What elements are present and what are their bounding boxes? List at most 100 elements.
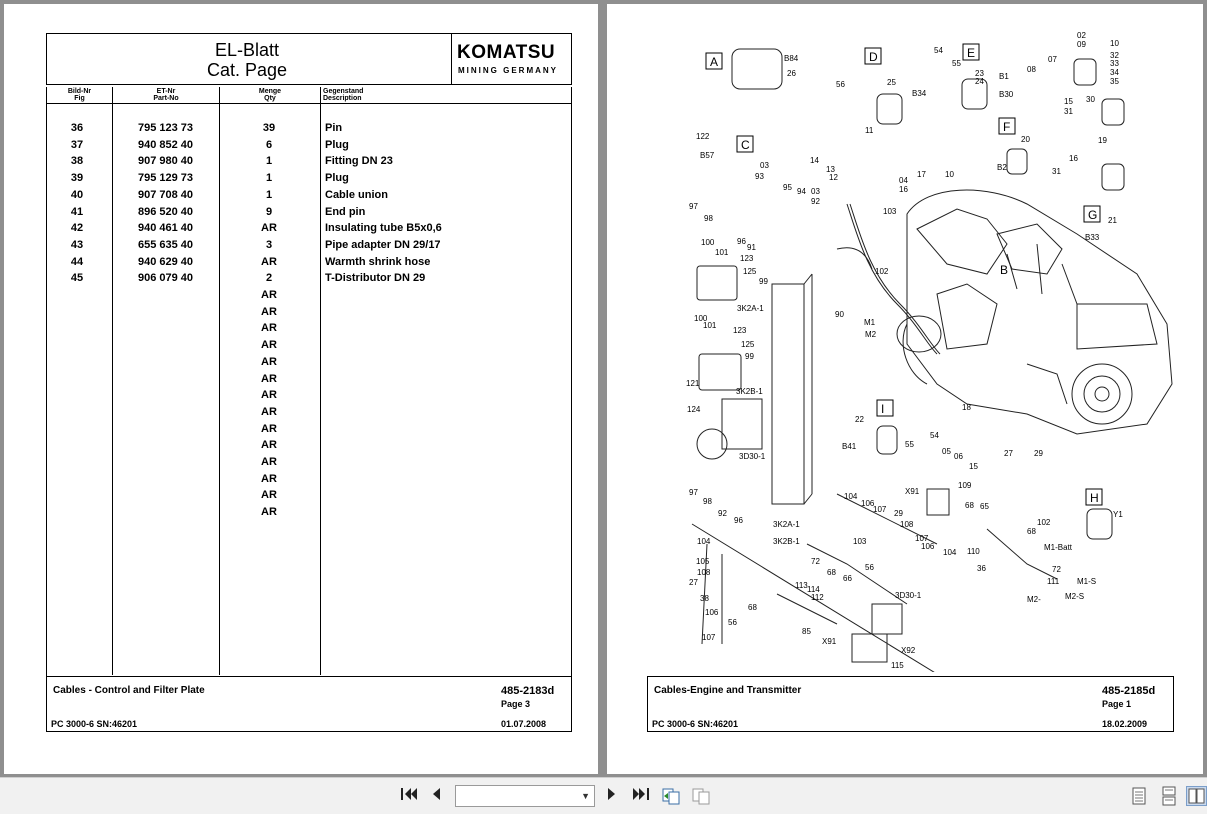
diagram-label: X91 — [905, 487, 920, 496]
cell-qty: AR — [261, 405, 277, 418]
diagram-label: 103 — [883, 207, 897, 216]
go-forward-view-icon[interactable] — [690, 786, 712, 806]
diagram-label: 3K2A-1 — [737, 304, 764, 313]
cell-qty: 9 — [265, 205, 273, 218]
diagram-label: Y1 — [1113, 510, 1123, 519]
cell-fig: 45 — [70, 272, 84, 285]
cell-part: 906 079 40 — [137, 272, 194, 285]
cell-desc: End pin — [325, 205, 366, 218]
diagram-label: 32 — [1110, 51, 1119, 60]
diagram-label: B33 — [1085, 233, 1100, 242]
diagram-label: 3K2B-1 — [773, 537, 800, 546]
diagram-label: 21 — [1108, 216, 1117, 225]
diagram-label: 110 — [967, 547, 980, 556]
diagram-label: 08 — [1027, 65, 1036, 74]
diagram-label: 55 — [905, 440, 914, 449]
diagram-label: 100 — [701, 238, 715, 247]
footer-date: 01.07.2008 — [501, 719, 547, 729]
cell-qty: AR — [261, 439, 277, 452]
cell-desc: Pin — [325, 122, 343, 134]
diagram-label: 29 — [894, 509, 903, 518]
facing-pages-view-icon[interactable] — [1186, 786, 1207, 806]
cell-part: 940 461 40 — [137, 222, 194, 235]
table-row: AR — [47, 288, 573, 304]
page-select[interactable]: ▼ — [455, 785, 595, 807]
diagram-label: 99 — [745, 352, 754, 361]
cell-qty: AR — [261, 222, 277, 235]
cell-desc: Cable union — [325, 188, 388, 201]
cell-part: 655 635 40 — [137, 238, 194, 251]
table-row: AR — [47, 321, 573, 337]
diagram-label: 24 — [975, 77, 984, 86]
komatsu-logo-sub: MINING GERMANY — [458, 66, 558, 75]
diagram-label: 31 — [1052, 167, 1061, 176]
diagram-label: 101 — [715, 248, 729, 257]
table-row: AR — [47, 405, 573, 421]
diagram-label: 102 — [875, 267, 889, 276]
header-title-line2: Cat. Page — [206, 60, 288, 80]
cell-qty: AR — [261, 289, 277, 301]
cell-part: 940 629 40 — [137, 255, 194, 268]
single-page-view-icon[interactable] — [1130, 786, 1148, 806]
diagram-label: 10 — [1110, 39, 1119, 48]
diagram-label: 103 — [853, 537, 867, 546]
diagram-label: 22 — [855, 415, 864, 424]
diagram-label: 90 — [835, 310, 844, 319]
diagram-label: 104 — [844, 492, 858, 501]
cell-qty: AR — [261, 339, 277, 352]
section-letter: I — [881, 402, 884, 416]
diagram-label: 19 — [1098, 136, 1107, 145]
diagram-label: 104 — [697, 537, 711, 546]
diagram-label: 15 — [969, 462, 978, 471]
diagram-label: 112 — [811, 593, 824, 602]
go-back-view-icon[interactable] — [660, 786, 682, 806]
last-page-icon[interactable] — [630, 786, 652, 806]
left-page: EL-Blatt Cat. Page KOMATSU MINING GERMAN… — [4, 4, 598, 774]
diagram-label: 30 — [1086, 95, 1095, 104]
diagram-label: B41 — [842, 442, 857, 451]
diagram-label: B84 — [784, 54, 799, 63]
table-row: AR — [47, 355, 573, 371]
diagram-label: 12 — [829, 173, 838, 182]
first-page-icon[interactable] — [398, 786, 420, 806]
next-page-icon[interactable] — [604, 786, 620, 806]
diagram-label: B57 — [700, 151, 715, 160]
footer-title: Cables-Engine and Transmitter — [654, 685, 802, 696]
table-row: AR — [47, 305, 573, 321]
table-row: AR — [47, 505, 573, 521]
cell-qty: AR — [261, 372, 277, 385]
table-row: AR — [47, 488, 573, 504]
diagram-label: 72 — [1052, 565, 1061, 574]
viewer-toolbar: ▼ — [0, 777, 1207, 814]
diagram-label: 68 — [748, 603, 757, 612]
footer-machine: PC 3000-6 SN:46201 — [51, 719, 138, 729]
diagram-label: 104 — [943, 548, 957, 557]
cell-part: 907 708 40 — [137, 188, 194, 201]
diagram-label: 26 — [787, 69, 796, 78]
diagram-label: 18 — [962, 403, 971, 412]
cell-desc: T-Distributor DN 29 — [325, 272, 426, 285]
footer-machine: PC 3000-6 SN:46201 — [652, 719, 739, 729]
cell-qty: AR — [261, 322, 277, 335]
diagram-label: 122 — [696, 132, 710, 141]
diagram-label: 3K2A-1 — [773, 520, 800, 529]
cell-part: 940 852 40 — [137, 138, 194, 151]
diagram-label: 3K2B-1 — [736, 387, 763, 396]
diagram-label: 15 — [1064, 97, 1073, 106]
continuous-view-icon[interactable] — [1160, 786, 1178, 806]
diagram-label: 33 — [1110, 59, 1119, 68]
cell-qty: AR — [261, 255, 277, 268]
footer-doc-no: 485-2183d — [501, 685, 555, 697]
previous-page-icon[interactable] — [428, 786, 444, 806]
diagram-label: 68 — [1027, 527, 1036, 536]
diagram-label: 10 — [945, 170, 954, 179]
diagram-label: 56 — [865, 563, 874, 572]
cell-qty: 6 — [265, 138, 273, 151]
